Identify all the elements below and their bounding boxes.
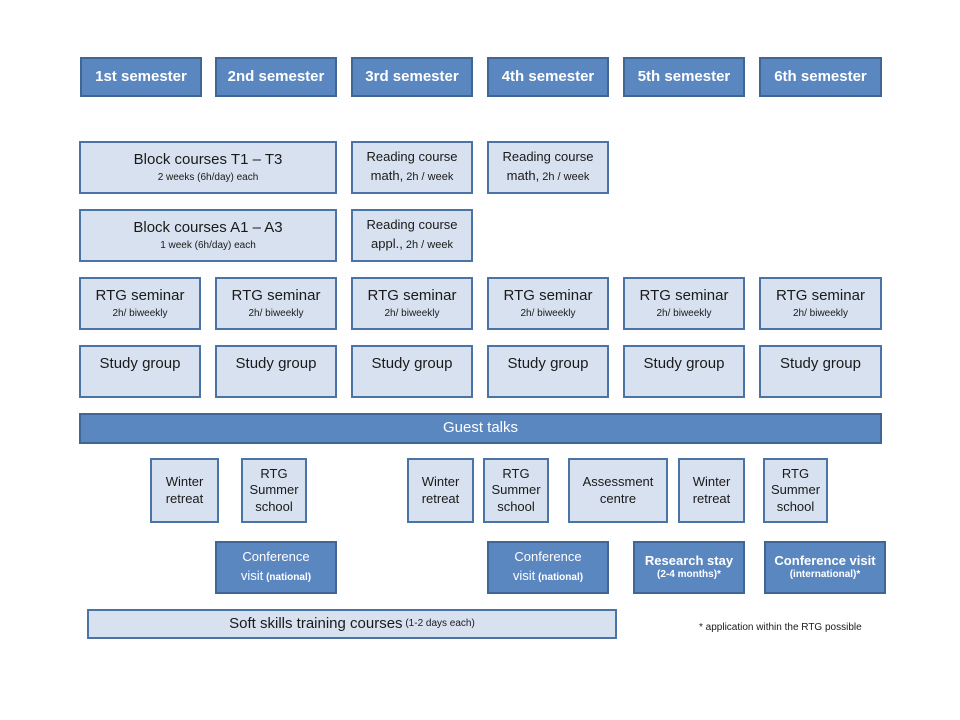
reading-course-type: math, (506, 167, 540, 183)
winter-retreat-line1: Winter (165, 474, 204, 490)
rtg-seminar-4: RTG seminar 2h/ biweekly (487, 277, 609, 330)
rtg-seminar-title: RTG seminar (776, 286, 865, 304)
block-courses-t: Block courses T1 – T3 2 weeks (6h/day) e… (79, 141, 337, 194)
assessment-centre: Assessment centre (568, 458, 668, 523)
winter-retreat-line2: retreat (421, 490, 460, 506)
study-group-1: Study group (79, 345, 201, 398)
summer-school-line1: RTG (502, 466, 530, 482)
block-courses-t-title: Block courses T1 – T3 (133, 150, 283, 168)
rtg-seminar-sub: 2h/ biweekly (248, 307, 304, 319)
semester-header-5: 5th semester (623, 57, 745, 97)
conference-line2: visit (512, 567, 536, 583)
block-courses-a: Block courses A1 – A3 1 week (6h/day) ea… (79, 209, 337, 262)
reading-course-type: math, (370, 167, 404, 183)
winter-retreat-line2: retreat (165, 490, 204, 506)
research-stay-line1: Research stay (644, 553, 734, 569)
soft-skills-duration: (1-2 days each) (402, 617, 475, 629)
winter-retreat-2: Winter retreat (407, 458, 474, 523)
rtg-seminar-title: RTG seminar (639, 286, 729, 304)
semester-header-4: 4th semester (487, 57, 609, 97)
block-courses-t-sub: 2 weeks (6h/day) each (157, 171, 259, 183)
reading-course-math-4: Reading course math, 2h / week (487, 141, 609, 194)
conference-line1: Conference (514, 549, 582, 565)
rtg-seminar-3: RTG seminar 2h/ biweekly (351, 277, 473, 330)
winter-retreat-3: Winter retreat (678, 458, 745, 523)
winter-retreat-line2: retreat (692, 490, 731, 506)
summer-school-line2: Summer (249, 482, 299, 498)
rtg-seminar-title: RTG seminar (95, 286, 185, 304)
summer-school-line3: school (497, 498, 535, 514)
rtg-seminar-title: RTG seminar (231, 286, 321, 304)
reading-course-hours: 2h / week (402, 238, 453, 251)
reading-course-label: Reading course (502, 149, 594, 165)
winter-retreat-line1: Winter (421, 474, 460, 490)
study-group-4: Study group (487, 345, 609, 398)
conference-visit-national-1: Conference visit (national) (215, 541, 337, 594)
conference-visit-international: Conference visit (international)* (764, 541, 886, 594)
conference-line2: visit (240, 567, 264, 583)
reading-course-hours: 2h / week (403, 170, 454, 183)
conference-visit-national-2: Conference visit (national) (487, 541, 609, 594)
rtg-seminar-title: RTG seminar (367, 286, 457, 304)
rtg-seminar-sub: 2h/ biweekly (112, 307, 168, 319)
semester-header-3: 3rd semester (351, 57, 473, 97)
semester-header-6: 6th semester (759, 57, 882, 97)
winter-retreat-1: Winter retreat (150, 458, 219, 523)
conference-intl-line1: Conference visit (774, 553, 876, 569)
rtg-summer-school-3: RTG Summer school (763, 458, 828, 523)
footnote: * application within the RTG possible (699, 622, 862, 633)
reading-course-math-3: Reading course math, 2h / week (351, 141, 473, 194)
guest-talks-bar: Guest talks (79, 413, 882, 444)
rtg-seminar-sub: 2h/ biweekly (656, 307, 712, 319)
rtg-seminar-1: RTG seminar 2h/ biweekly (79, 277, 201, 330)
soft-skills-title: Soft skills training courses (229, 614, 403, 632)
conference-intl-line2: (international)* (789, 569, 861, 581)
rtg-seminar-sub: 2h/ biweekly (520, 307, 576, 319)
summer-school-line1: RTG (260, 466, 288, 482)
conference-scope: (national) (535, 571, 584, 583)
summer-school-line1: RTG (781, 466, 810, 482)
study-group-2: Study group (215, 345, 337, 398)
rtg-summer-school-2: RTG Summer school (483, 458, 549, 523)
research-stay-line2: (2-4 months)* (657, 569, 721, 581)
rtg-seminar-title: RTG seminar (503, 286, 593, 304)
reading-course-label: Reading course (366, 217, 458, 233)
soft-skills-bar: Soft skills training courses (1-2 days e… (87, 609, 617, 639)
study-group-5: Study group (623, 345, 745, 398)
conference-line1: Conference (242, 549, 310, 565)
block-courses-a-title: Block courses A1 – A3 (133, 218, 283, 236)
assessment-line1: Assessment (582, 474, 654, 490)
winter-retreat-line1: Winter (692, 474, 731, 490)
conference-scope: (national) (263, 571, 312, 583)
semester-header-2: 2nd semester (215, 57, 337, 97)
assessment-line2: centre (599, 490, 637, 506)
rtg-seminar-5: RTG seminar 2h/ biweekly (623, 277, 745, 330)
reading-course-hours: 2h / week (539, 170, 590, 183)
summer-school-line3: school (255, 498, 293, 514)
rtg-seminar-6: RTG seminar 2h/ biweekly (759, 277, 882, 330)
summer-school-line2: Summer (491, 482, 541, 498)
rtg-seminar-2: RTG seminar 2h/ biweekly (215, 277, 337, 330)
rtg-seminar-sub: 2h/ biweekly (384, 307, 440, 319)
reading-course-label: Reading course (366, 149, 458, 165)
study-group-6: Study group (759, 345, 882, 398)
block-courses-a-sub: 1 week (6h/day) each (160, 239, 256, 251)
study-group-3: Study group (351, 345, 473, 398)
summer-school-line3: school (776, 498, 815, 514)
reading-course-type: appl., (371, 235, 403, 251)
rtg-summer-school-1: RTG Summer school (241, 458, 307, 523)
summer-school-line2: Summer (770, 482, 821, 498)
rtg-seminar-sub: 2h/ biweekly (792, 307, 849, 319)
semester-header-1: 1st semester (80, 57, 202, 97)
reading-course-appl: Reading course appl., 2h / week (351, 209, 473, 262)
research-stay: Research stay (2-4 months)* (633, 541, 745, 594)
